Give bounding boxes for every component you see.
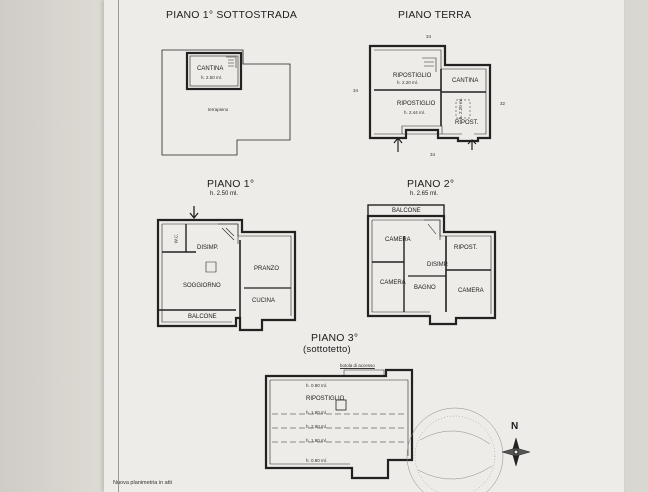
first-entrance-arrow (189, 206, 199, 220)
third-outline (264, 368, 414, 480)
basement-room-cantina: CANTINA (197, 66, 224, 72)
ground-room-ripost-height: h. 2.20 ml. (458, 97, 464, 120)
ground-room-ripostiglio-2-height: h. 2.44 ml. (404, 110, 426, 115)
ground-room-ripostiglio-1-height: h. 2.20 ml. (397, 80, 419, 85)
third-height-5: h. 0.80 ml. (306, 458, 328, 463)
second-outline (366, 214, 497, 326)
third-access-note: botola di accesso (340, 363, 375, 368)
third-height-2: h. 1.80 ml. (306, 410, 328, 415)
second-room-balcone: BALCONE (392, 208, 421, 214)
third-height-3: h. 2.90 ml. (306, 424, 328, 429)
north-arrow-compass-icon (501, 437, 531, 467)
second-room-disimp: DISIMP. (427, 262, 449, 268)
ground-room-ripost: RIPOST. (455, 120, 479, 126)
third-title: PIANO 3° (311, 332, 359, 344)
ground-dim-top: 34 (426, 34, 432, 39)
round-stamp-seal (406, 407, 504, 492)
margin-rule-line (118, 0, 119, 492)
first-room-soggiorno: SOGGIORNO (183, 283, 221, 289)
third-room-ripostiglio: RIPOSTIGLIO (306, 396, 345, 402)
page-margin (0, 0, 104, 492)
ground-title: PIANO TERRA (398, 9, 472, 21)
basement-terrapieno: terrapieno (208, 107, 229, 112)
second-room-ripost: RIPOST. (454, 245, 478, 251)
second-room-camera-1: CAMERA (385, 237, 411, 243)
ground-outline (368, 44, 492, 143)
second-title: PIANO 2° (407, 178, 455, 190)
ground-dim-left: 34 (353, 88, 359, 93)
ground-dim-bottom: 34 (430, 152, 436, 157)
first-outline (156, 218, 297, 332)
second-room-bagno: BAGNO (414, 285, 436, 291)
floor-plan-sheet (104, 0, 624, 492)
basement-cantina-room (185, 51, 243, 91)
first-room-disimp: DISIMP. (197, 245, 219, 251)
ground-room-cantina: CANTINA (452, 78, 479, 84)
first-room-balcone: BALCONE (188, 314, 217, 320)
first-room-cucina: CUCINA (252, 298, 276, 304)
ground-room-ripostiglio-2: RIPOSTIGLIO (397, 101, 436, 107)
ground-room-ripostiglio-1: RIPOSTIGLIO (393, 73, 432, 79)
ground-entrance-arrow-right (467, 139, 477, 150)
third-subtitle: (sottotetto) (303, 344, 351, 355)
second-height: h. 2.65 ml. (410, 191, 439, 197)
compass-north-label: N (511, 421, 519, 432)
first-title: PIANO 1° (207, 178, 255, 190)
second-balcony (367, 204, 445, 217)
first-height: h. 2.50 ml. (210, 191, 239, 197)
second-room-camera-2: CAMERA (380, 280, 406, 286)
basement-room-height: h. 2.50 ml. (201, 75, 223, 80)
basement-outline (161, 49, 291, 156)
third-height-1: h. 0.80 ml. (306, 383, 328, 388)
ground-dim-right: 32 (500, 101, 506, 106)
third-height-4: h. 1.80 ml. (306, 438, 328, 443)
first-room-pranzo: PRANZO (254, 266, 280, 272)
basement-title: PIANO 1° SOTTOSTRADA (166, 9, 298, 21)
ground-entrance-arrow-left (393, 137, 403, 152)
footer-note: Nuova planimetria in atti (113, 480, 173, 486)
first-room-wc: W.C. (173, 233, 179, 244)
second-room-camera-3: CAMERA (458, 288, 484, 294)
